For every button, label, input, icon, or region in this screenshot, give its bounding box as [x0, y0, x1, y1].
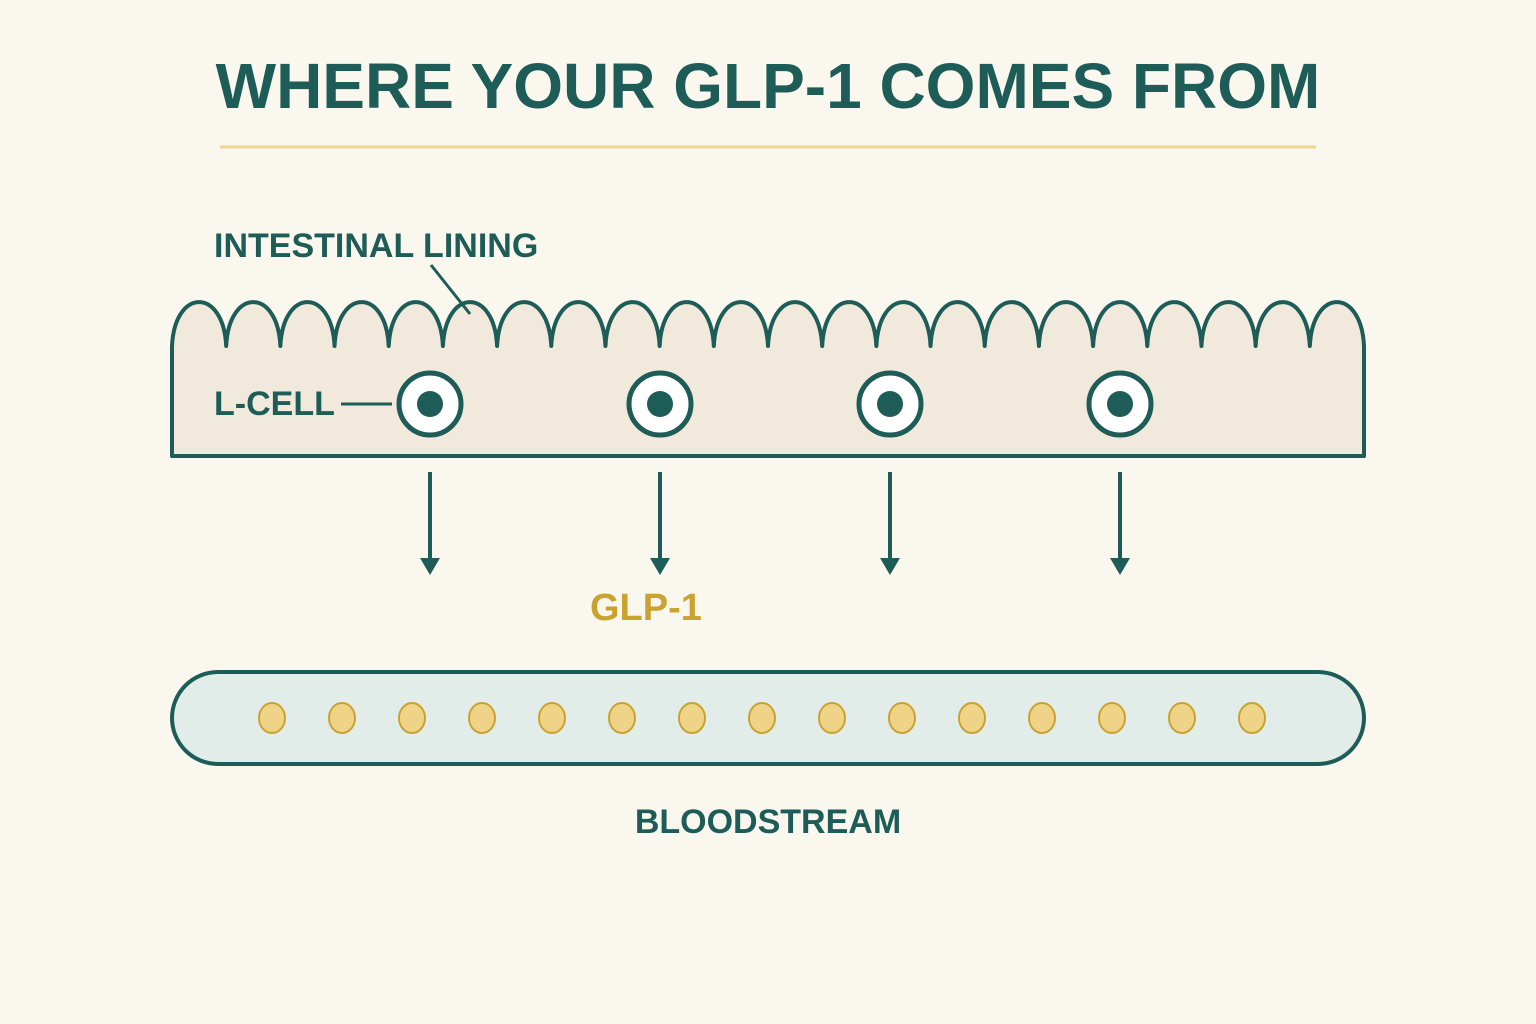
secretion-arrow — [880, 472, 900, 575]
l-cells — [396, 370, 1154, 438]
glp1-particles — [258, 702, 1266, 734]
secretion-arrow — [650, 472, 670, 575]
glp1-particle — [1028, 702, 1056, 734]
arrowhead-icon — [880, 558, 900, 575]
glp1-particle — [678, 702, 706, 734]
arrowhead-icon — [420, 558, 440, 575]
l-cell — [396, 370, 464, 438]
glp1-particle — [1098, 702, 1126, 734]
l-cell-nucleus — [877, 391, 903, 417]
glp1-particle — [748, 702, 776, 734]
l-cell-callout: L-CELL — [214, 385, 392, 423]
bloodstream — [170, 670, 1366, 766]
glp1-particle — [888, 702, 916, 734]
intestinal-lining-label: INTESTINAL LINING — [214, 227, 538, 265]
glp1-particle — [258, 702, 286, 734]
secretion-arrow — [1110, 472, 1130, 575]
glp1-particle — [958, 702, 986, 734]
arrowhead-icon — [650, 558, 670, 575]
bloodstream-label: BLOODSTREAM — [635, 803, 901, 841]
l-cell — [856, 370, 924, 438]
intestinal-lining: INTESTINAL LINING — [170, 227, 1366, 458]
glp1-particle — [1168, 702, 1196, 734]
l-cell-label: L-CELL — [214, 385, 335, 423]
l-cell — [1086, 370, 1154, 438]
glp1-particle — [328, 702, 356, 734]
glp1-label: GLP-1 — [590, 587, 702, 629]
glp1-particle — [468, 702, 496, 734]
glp1-particle — [818, 702, 846, 734]
intestinal-lining-body — [170, 300, 1366, 458]
l-cell-nucleus — [647, 391, 673, 417]
l-cell-nucleus — [1107, 391, 1133, 417]
glp1-particle — [398, 702, 426, 734]
intestinal-lining-pointer — [429, 264, 472, 315]
arrowhead-icon — [1110, 558, 1130, 575]
glp1-particle — [608, 702, 636, 734]
l-cell-nucleus — [417, 391, 443, 417]
secretion-arrow — [420, 472, 440, 575]
page-title: WHERE YOUR GLP-1 COMES FROM — [216, 50, 1321, 122]
secretion-arrows — [420, 472, 1130, 575]
glp1-particle — [538, 702, 566, 734]
glp1-particle — [1238, 702, 1266, 734]
l-cell — [626, 370, 694, 438]
